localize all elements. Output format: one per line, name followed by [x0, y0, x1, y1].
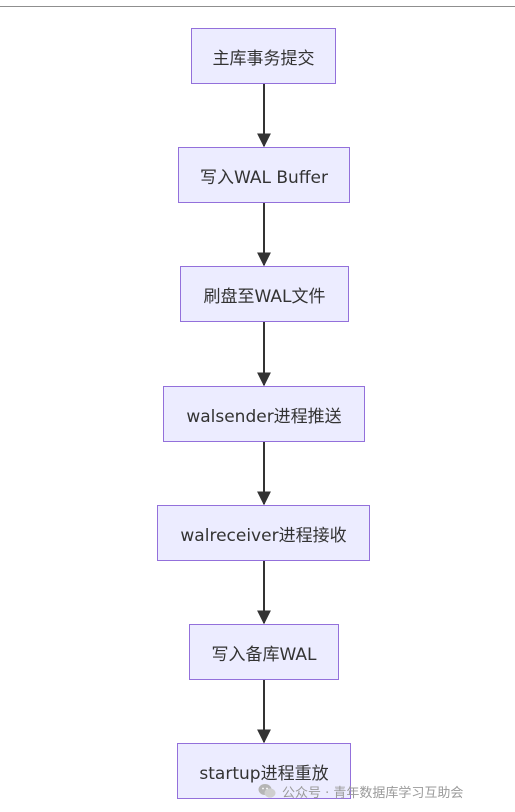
flow-node-7: startup进程重放: [177, 743, 351, 799]
watermark-text: 公众号 · 青年数据库学习互助会: [282, 785, 464, 801]
wechat-icon: [258, 784, 276, 798]
watermark: 公众号 · 青年数据库学习互助会: [258, 780, 463, 802]
flow-node-6: 写入备库WAL: [189, 624, 339, 680]
flow-node-1: 主库事务提交: [191, 28, 336, 84]
flow-node-5: walreceiver进程接收: [157, 505, 370, 561]
flow-node-2: 写入WAL Buffer: [178, 147, 350, 203]
flow-node-4: walsender进程推送: [163, 386, 365, 442]
top-divider: [0, 6, 515, 7]
flow-node-3: 刷盘至WAL文件: [180, 266, 349, 322]
